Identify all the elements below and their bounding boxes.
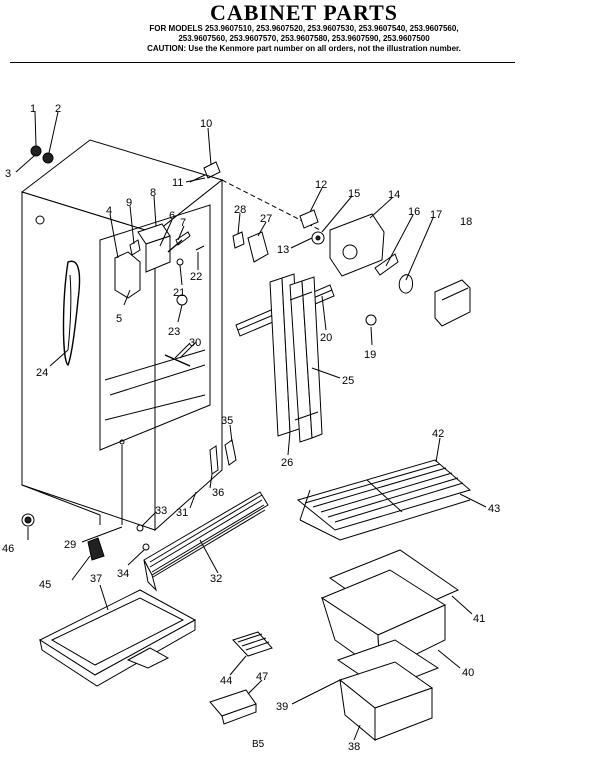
page-title: CABINET PARTS: [209, 0, 399, 25]
part-label-1: 1: [30, 103, 36, 115]
part-label-11: 11: [172, 177, 183, 189]
page-code: B5: [252, 739, 265, 750]
part-label-12: 12: [315, 179, 327, 191]
upper-right-parts: [232, 209, 471, 327]
part-label-5: 5: [116, 313, 122, 325]
part-label-7: 7: [180, 217, 186, 229]
part-label-33: 33: [155, 505, 167, 517]
part-label-31: 31: [176, 507, 188, 519]
models-line-1: FOR MODELS 253.9607510, 253.9607520, 253…: [149, 24, 459, 33]
part-label-18: 18: [460, 216, 472, 228]
part-label-47: 47: [256, 671, 268, 683]
models-line-2: 253.9607560, 253.9607570, 253.9607580, 2…: [178, 34, 430, 43]
part-label-44: 44: [220, 675, 232, 687]
part-label-9: 9: [126, 197, 132, 209]
part-label-26: 26: [281, 457, 293, 469]
part-label-39: 39: [276, 701, 288, 713]
rail-assemblies: [235, 273, 335, 443]
part-label-46: 46: [2, 543, 14, 555]
part-label-25: 25: [342, 375, 354, 387]
part-label-24: 24: [36, 367, 48, 379]
part-label-34: 34: [117, 568, 129, 580]
part-label-10: 10: [200, 118, 212, 130]
part-label-16: 16: [408, 206, 420, 218]
part-label-3: 3: [5, 168, 11, 180]
part-label-20: 20: [320, 332, 332, 344]
control-parts: [114, 223, 205, 367]
part-label-40: 40: [462, 667, 474, 679]
part-label-21: 21: [173, 287, 185, 299]
part-label-28: 28: [234, 204, 246, 216]
header-rule: [10, 62, 515, 63]
part-label-6: 6: [169, 210, 175, 222]
leader-lines: [15, 111, 487, 741]
part-label-42: 42: [432, 428, 444, 440]
part-label-29: 29: [64, 539, 76, 551]
part-number-labels: 1 2 3 4 5 6 7 8 9 10 11 12 13 14 15 16 1…: [2, 103, 500, 753]
part-label-23: 23: [168, 326, 180, 338]
crisper-drawers: [320, 549, 460, 742]
part-label-32: 32: [210, 573, 222, 585]
part-label-38: 38: [348, 741, 360, 753]
top-hinge-parts: [30, 145, 221, 183]
shelf: [296, 459, 472, 541]
part-label-36: 36: [212, 487, 224, 499]
part-label-37: 37: [90, 573, 102, 585]
part-label-22: 22: [190, 271, 202, 283]
part-label-13: 13: [277, 244, 289, 256]
part-label-8: 8: [150, 187, 156, 199]
drip-tray: [38, 589, 197, 687]
part-label-41: 41: [473, 613, 485, 625]
part-label-19: 19: [364, 349, 376, 361]
part-label-45: 45: [39, 579, 51, 591]
lower-cabinet-parts: [21, 439, 269, 592]
caution-note: CAUTION: Use the Kenmore part number on …: [147, 44, 461, 53]
part-label-4: 4: [106, 205, 112, 217]
part-label-2: 2: [55, 103, 61, 115]
part-label-14: 14: [388, 189, 400, 201]
part-label-15: 15: [348, 188, 360, 200]
part-label-30: 30: [189, 337, 201, 349]
part-label-35: 35: [221, 415, 233, 427]
grille-parts: [209, 631, 273, 725]
part-label-17: 17: [430, 209, 442, 221]
part-label-27: 27: [260, 213, 272, 225]
part-label-43: 43: [488, 503, 500, 515]
